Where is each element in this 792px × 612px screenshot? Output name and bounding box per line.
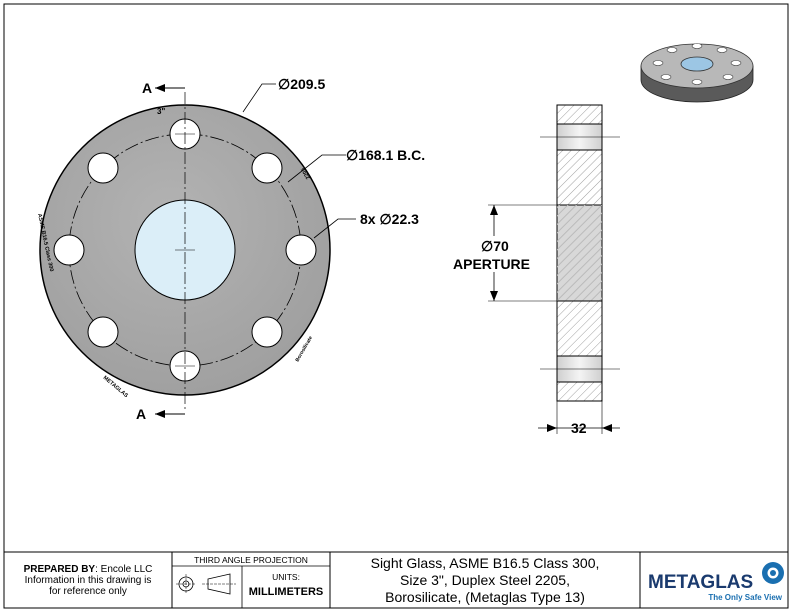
projection-label: THIRD ANGLE PROJECTION [194,555,308,565]
size-engraving: 3" [157,107,165,116]
title-line-1: Sight Glass, ASME B16.5 Class 300, [371,555,600,571]
metaglas-logo: METAGLAS [648,572,753,593]
leader-bolt-circle [287,154,346,183]
iso-glass [680,56,714,72]
arrow-head [490,205,498,215]
section-hatch-top [556,104,603,125]
iso-bolt-hole [691,79,703,85]
iso-bolt-hole [652,60,664,66]
logo-drop-icon [762,562,784,584]
bolt-hole [87,316,119,348]
aperture-label-bg [446,236,544,272]
glass-hatch [557,205,602,301]
bolt-hole [285,234,317,266]
hole-label: 8x ∅22.3 [360,211,419,227]
iso-bolt-hole [660,74,672,80]
units-label: UNITS: [272,572,300,582]
front-view: A A 3" ASME B16.5 Class 300 2205 Borosil… [36,76,425,422]
bolt-hole [87,152,119,184]
arrow-head [602,424,612,432]
title-line-3: Borosilicate, (Metaglas Type 13) [385,589,585,605]
iso-bolt-hole [722,74,734,80]
thickness-label: 32 [571,420,587,436]
section-hatch-lower [556,300,603,357]
iso-bolt-hole [716,47,728,53]
units-value: MILLIMETERS [249,586,324,598]
arrow-head [490,291,498,301]
arrow-head [547,424,557,432]
reference-note-line2: for reference only [49,586,127,597]
prepared-by: PREPARED BY: Encole LLC [24,564,153,575]
logo-tagline: The Only Safe View [708,593,782,602]
section-view: ∅70 APERTURE 32 [446,104,620,436]
iso-bolt-hole [666,47,678,53]
section-label-bottom: A [136,406,146,422]
iso-bolt-hole [691,43,703,49]
isometric-view [640,43,754,103]
outer-diameter-label: ∅209.5 [278,76,325,92]
aperture-value-label: ∅70 [481,238,509,254]
leader-hole [313,218,356,239]
bolt-circle-label: ∅168.1 B.C. [346,147,425,163]
bolt-hole [251,316,283,348]
section-hatch-upper [556,149,603,206]
bolt-hole [251,152,283,184]
title-block: PREPARED BY: Encole LLC Information in t… [3,551,789,609]
title-line-2: Size 3", Duplex Steel 2205, [400,572,570,588]
section-hatch-bottom [556,381,603,402]
reference-note-line1: Information in this drawing is [25,575,152,586]
third-angle-projection-icon [176,573,236,595]
iso-bolt-hole [730,60,742,66]
arrow-head [155,84,165,92]
aperture-label: APERTURE [453,256,530,272]
material-engraving: 2205 [300,166,311,180]
bolt-hole [53,234,85,266]
leader-outer-diameter [242,83,276,113]
title-block-frame [3,551,789,609]
arrow-head [155,410,165,418]
section-label-top: A [142,80,152,96]
